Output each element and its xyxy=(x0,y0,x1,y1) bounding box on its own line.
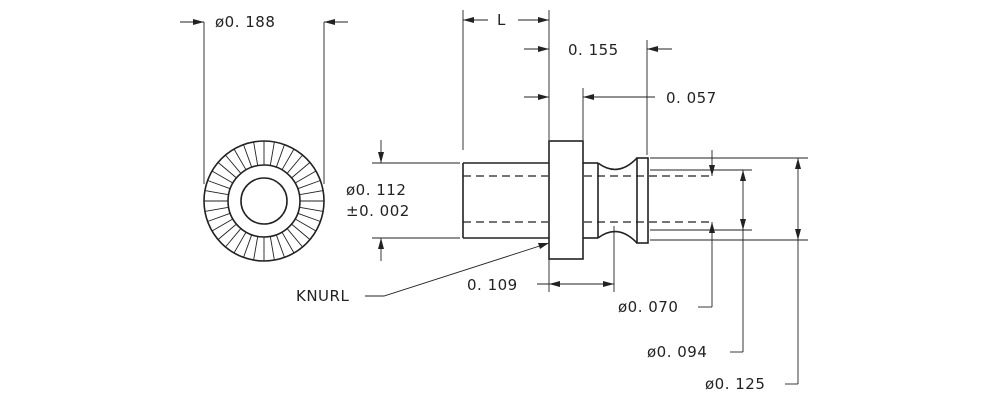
side-view xyxy=(462,140,712,260)
collar xyxy=(548,140,584,260)
knurl-line xyxy=(225,228,242,248)
knurl-line xyxy=(291,223,311,240)
knurl-line xyxy=(233,231,247,254)
knurl-line xyxy=(275,144,285,168)
dimension-length: L xyxy=(462,10,550,150)
dimension-dia-head: ø0. 188 xyxy=(180,13,348,184)
dim-label-dia-0094: ø0. 094 xyxy=(647,343,707,361)
knurl-line xyxy=(243,234,253,258)
knurl-line xyxy=(211,218,234,232)
dimension-dia-shank: ø0. 112 ±0. 002 xyxy=(346,140,460,261)
dim-label-0155: 0. 155 xyxy=(568,41,619,59)
knurl-line xyxy=(207,180,231,190)
dim-label-dia-0125: ø0. 125 xyxy=(705,375,765,393)
dim-label-dia-0112: ø0. 112 xyxy=(346,181,406,199)
end-view xyxy=(203,140,325,262)
knurl-callout: KNURL xyxy=(296,242,550,305)
knurl-line xyxy=(204,206,229,212)
knurl-line xyxy=(281,148,295,171)
knurl-line xyxy=(217,223,237,240)
knurl-line xyxy=(211,170,234,184)
knurl-line xyxy=(286,228,303,248)
dimension-0155: 0. 155 xyxy=(524,40,672,155)
knurl-line xyxy=(233,148,247,171)
dimension-dia-070: ø0. 070 xyxy=(618,150,715,316)
knurl-line xyxy=(299,190,324,196)
knurl-line xyxy=(253,141,259,166)
knurl-label: KNURL xyxy=(296,287,349,305)
tip-head xyxy=(636,157,649,244)
knurl-line xyxy=(299,206,324,212)
knurl-line xyxy=(291,162,311,179)
knurl-line xyxy=(204,190,229,196)
knurl-line xyxy=(294,170,317,184)
knurl-line xyxy=(253,236,259,261)
knurl-line xyxy=(294,218,317,232)
knurl-line xyxy=(297,180,321,190)
knurl-line xyxy=(243,144,253,168)
knurl-line xyxy=(286,154,303,174)
knurl-inner-circle xyxy=(227,164,301,238)
dim-label-tolerance: ±0. 002 xyxy=(346,202,410,220)
dimension-dia-125: ø0. 125 xyxy=(650,157,808,393)
knurl-line xyxy=(207,212,231,222)
knurl-line xyxy=(275,234,285,258)
knurl-pattern xyxy=(204,141,324,261)
knurl-line xyxy=(269,236,275,261)
dim-label-length: L xyxy=(497,11,506,29)
dim-label-0057: 0. 057 xyxy=(666,89,717,107)
dimension-dia-094: ø0. 094 xyxy=(647,169,752,361)
knurl-line xyxy=(297,212,321,222)
dimension-0109: 0. 109 xyxy=(467,226,615,294)
knurl-line xyxy=(269,141,275,166)
dim-label-dia-0188: ø0. 188 xyxy=(215,13,275,31)
dimension-0057: 0. 057 xyxy=(524,88,717,140)
knurl-line xyxy=(281,231,295,254)
dim-label-0109: 0. 109 xyxy=(467,276,518,294)
knurl-line xyxy=(225,154,242,174)
bore-circle xyxy=(240,177,288,225)
dim-label-dia-0070: ø0. 070 xyxy=(618,298,678,316)
knurl-line xyxy=(217,162,237,179)
